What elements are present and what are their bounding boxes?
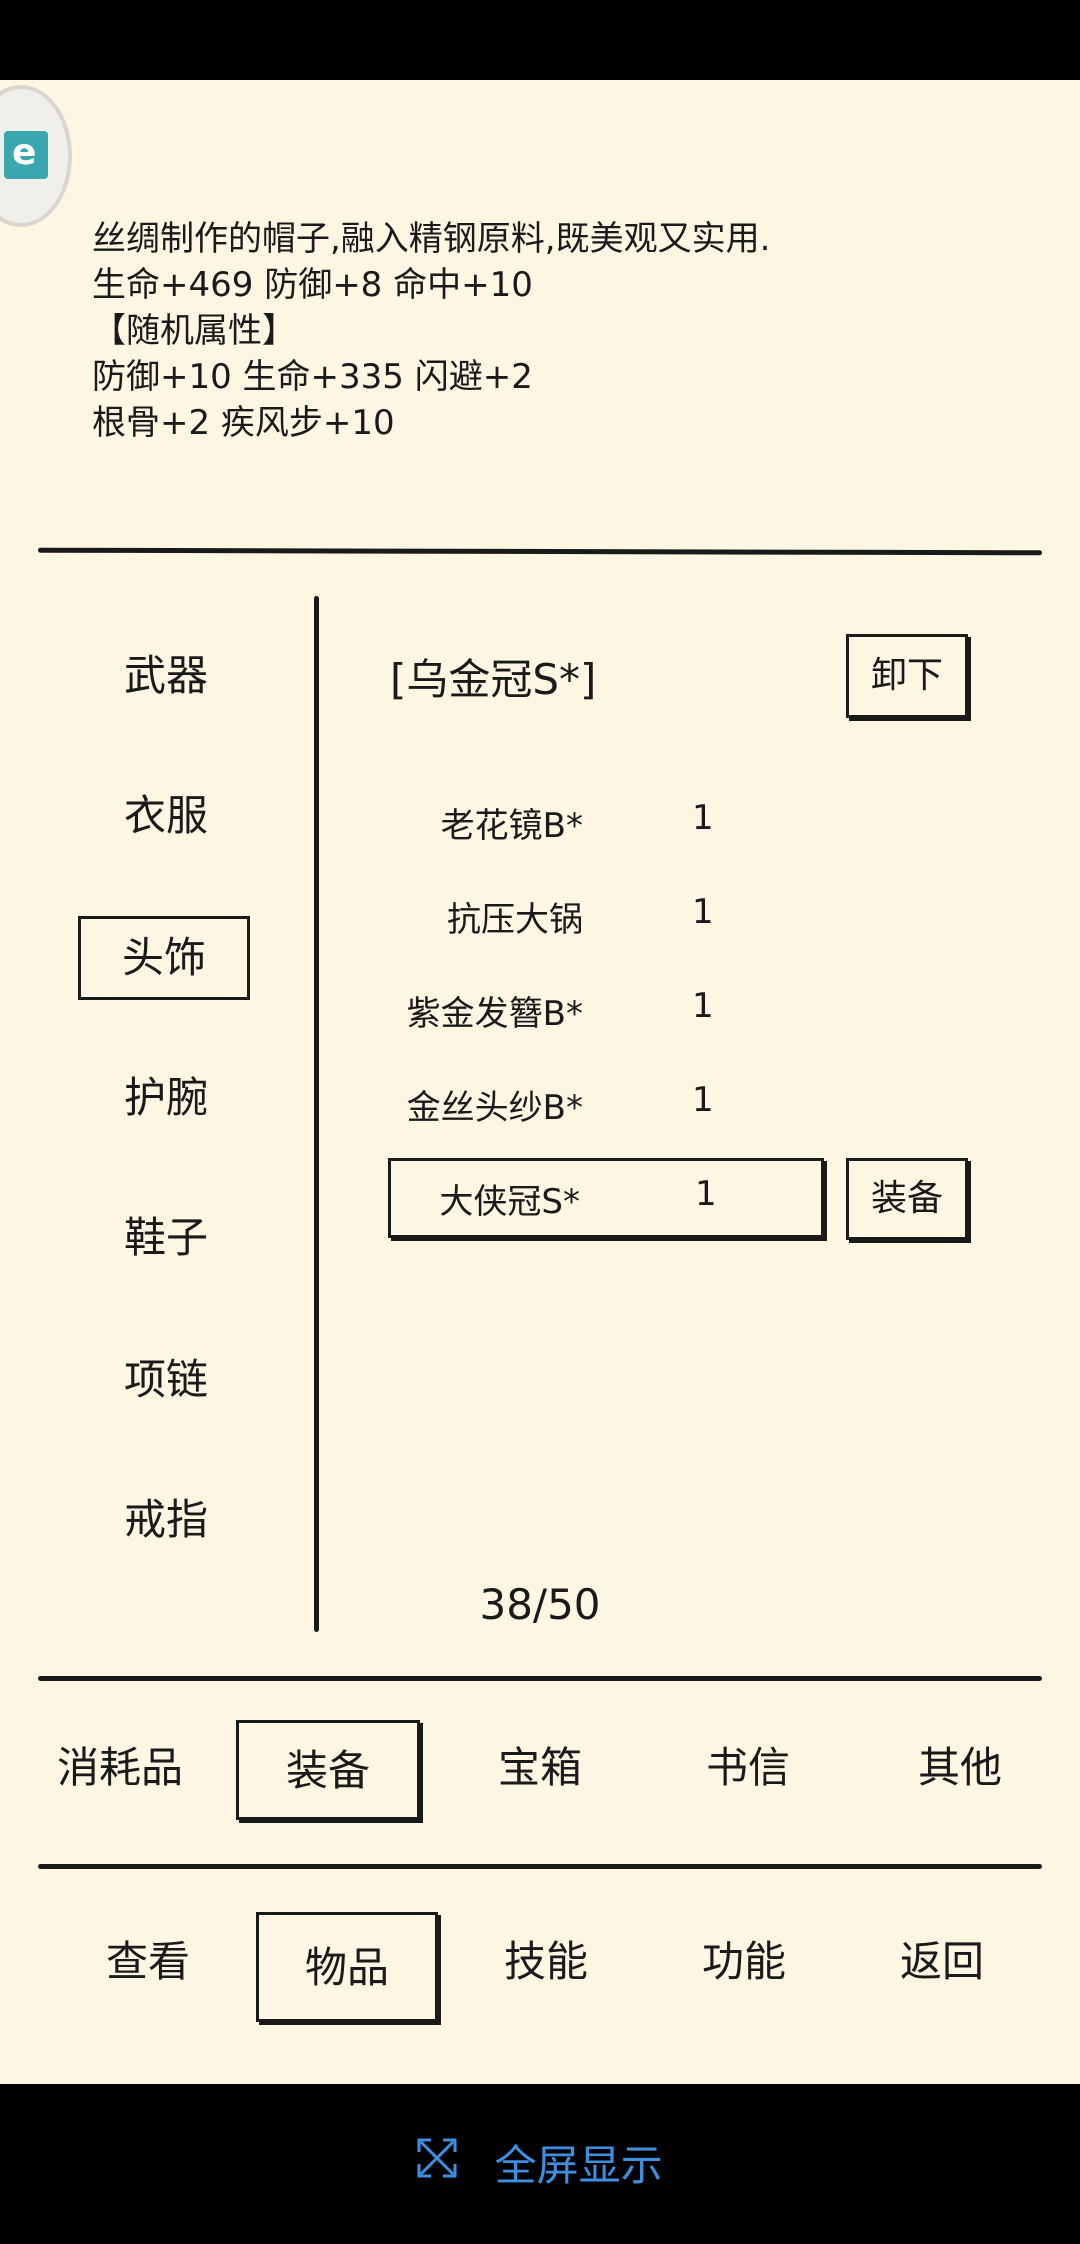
item-description: 丝绸制作的帽子,融入精钢原料,既美观又实用. 生命+469 防御+8 命中+10… <box>92 216 770 446</box>
list-item[interactable]: 抗压大锅 1 <box>388 876 824 956</box>
description-line: 防御+10 生命+335 闪避+2 <box>92 357 533 397</box>
nav-back[interactable]: 返回 <box>899 1937 984 1986</box>
tab-equipment[interactable]: 装备 <box>236 1720 420 1820</box>
description-line: 根骨+2 疾风步+10 <box>92 403 395 443</box>
divider-bottom <box>38 1864 1042 1869</box>
item-quantity: 1 <box>692 986 714 1026</box>
nav-view[interactable]: 查看 <box>105 1937 190 1986</box>
divider-vertical <box>314 596 319 1632</box>
item-quantity: 1 <box>692 798 714 838</box>
bottom-bar: 全屏显示 <box>0 2084 1080 2244</box>
inventory-capacity: 38/50 <box>479 1580 601 1629</box>
game-screen: 丝绸制作的帽子,融入精钢原料,既美观又实用. 生命+469 防御+8 命中+10… <box>0 80 1080 2084</box>
list-item[interactable]: 金丝头纱B* 1 <box>388 1064 824 1144</box>
item-quantity: 1 <box>695 1174 717 1214</box>
item-quantity: 1 <box>692 892 714 932</box>
app-logo-icon <box>4 131 48 179</box>
divider-top <box>37 547 1043 556</box>
category-ring[interactable]: 戒指 <box>123 1495 208 1544</box>
tab-letters[interactable]: 书信 <box>705 1743 790 1792</box>
category-clothes[interactable]: 衣服 <box>123 791 208 840</box>
nav-items[interactable]: 物品 <box>256 1912 438 2022</box>
list-item-selected[interactable]: 大侠冠S* 1 <box>388 1158 824 1238</box>
tab-chests[interactable]: 宝箱 <box>497 1743 582 1792</box>
equipped-item-name: [乌金冠S*] <box>390 655 597 704</box>
item-quantity: 1 <box>692 1080 714 1120</box>
description-line: 丝绸制作的帽子,融入精钢原料,既美观又实用. <box>92 219 771 259</box>
nav-skills[interactable]: 技能 <box>503 1937 588 1986</box>
category-shoes[interactable]: 鞋子 <box>123 1213 208 1262</box>
item-name: 紫金发簪B* <box>406 994 583 1034</box>
list-item[interactable]: 老花镜B* 1 <box>388 782 824 862</box>
tab-consumables[interactable]: 消耗品 <box>56 1743 183 1792</box>
list-item[interactable]: 紫金发簪B* 1 <box>388 970 824 1050</box>
fullscreen-button[interactable]: 全屏显示 <box>0 2132 1080 2193</box>
fullscreen-icon <box>417 2138 457 2188</box>
item-name: 金丝头纱B* <box>406 1088 583 1128</box>
nav-functions[interactable]: 功能 <box>701 1937 786 1986</box>
category-necklace[interactable]: 项链 <box>123 1355 208 1404</box>
item-name: 大侠冠S* <box>439 1182 580 1222</box>
category-bracer[interactable]: 护腕 <box>123 1073 208 1122</box>
fullscreen-label: 全屏显示 <box>494 2141 663 2190</box>
category-weapon[interactable]: 武器 <box>123 651 208 700</box>
category-headwear[interactable]: 头饰 <box>78 916 250 1000</box>
description-line: 【随机属性】 <box>92 311 296 351</box>
item-name: 老花镜B* <box>440 806 583 846</box>
tab-other[interactable]: 其他 <box>917 1743 1002 1792</box>
status-bar <box>0 0 1080 80</box>
item-name: 抗压大锅 <box>447 900 583 940</box>
description-line: 生命+469 防御+8 命中+10 <box>92 265 533 305</box>
divider-middle <box>38 1676 1042 1681</box>
equip-button[interactable]: 装备 <box>846 1158 968 1240</box>
floating-assistant-button[interactable] <box>0 85 72 227</box>
unequip-button[interactable]: 卸下 <box>846 634 968 718</box>
